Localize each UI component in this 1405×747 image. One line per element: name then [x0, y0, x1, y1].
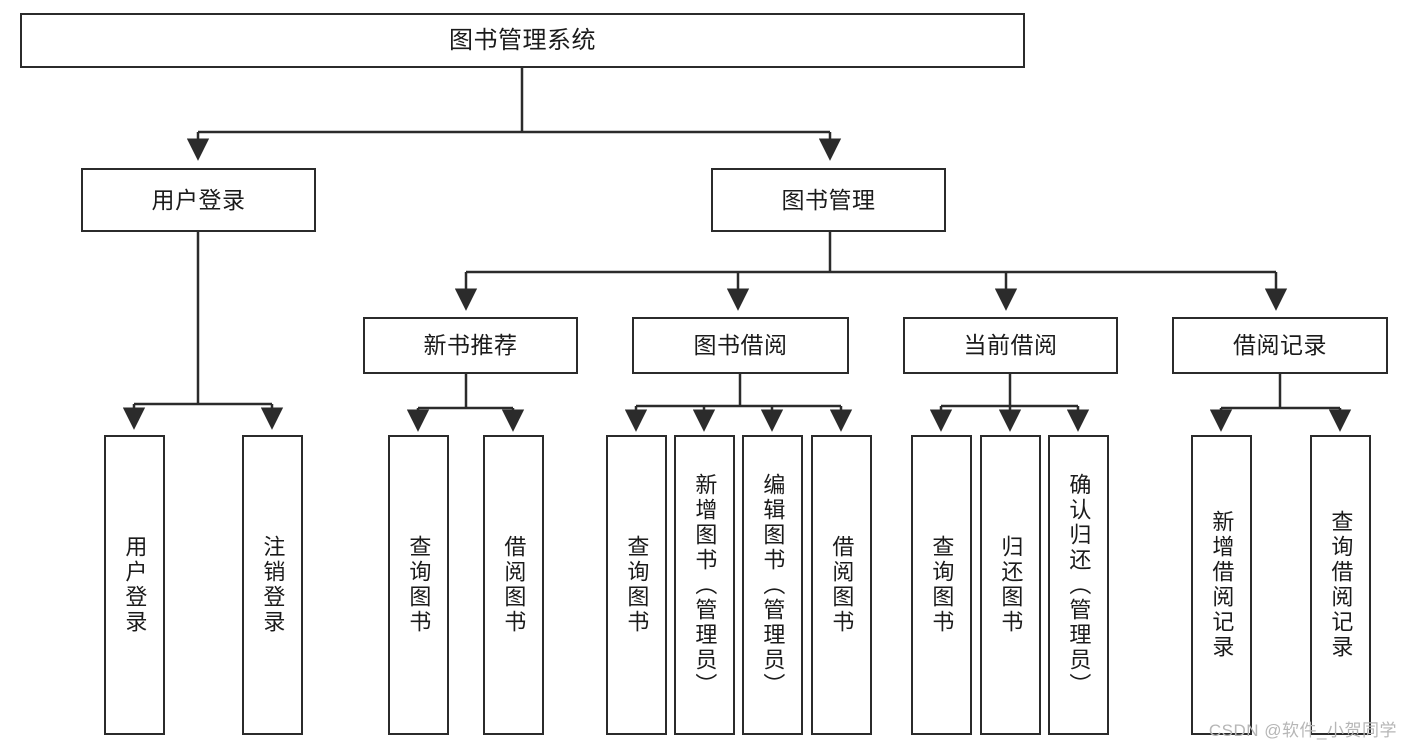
node-label: 当前借阅 — [963, 332, 1058, 359]
node-label: 编辑图书（管理员） — [760, 472, 786, 698]
node-user-login[interactable]: 用户登录 — [81, 168, 316, 232]
node-label: 查询借阅记录 — [1328, 510, 1354, 660]
node-label: 确认归还（管理员） — [1066, 472, 1092, 698]
leaf-user-login-login[interactable]: 用户登录 — [104, 435, 165, 735]
node-label: 新增图书（管理员） — [692, 472, 718, 698]
watermark: CSDN @软件_小贺同学 — [1208, 721, 1397, 740]
node-label: 用户登录 — [151, 186, 246, 213]
node-label: 查询图书 — [406, 535, 432, 635]
leaf-recommend-borrow-book[interactable]: 借阅图书 — [483, 435, 544, 735]
node-new-book-recommend[interactable]: 新书推荐 — [363, 317, 578, 374]
leaf-current-return-book[interactable]: 归还图书 — [980, 435, 1041, 735]
leaf-recommend-query-book[interactable]: 查询图书 — [388, 435, 449, 735]
node-book-borrow[interactable]: 图书借阅 — [632, 317, 849, 374]
node-borrow-record[interactable]: 借阅记录 — [1172, 317, 1388, 374]
node-current-borrow[interactable]: 当前借阅 — [903, 317, 1118, 374]
leaf-user-login-logout[interactable]: 注销登录 — [242, 435, 303, 735]
leaf-current-confirm-return-admin[interactable]: 确认归还（管理员） — [1048, 435, 1109, 735]
node-label: 新书推荐 — [423, 332, 518, 359]
node-label: 用户登录 — [122, 535, 148, 635]
leaf-record-query-record[interactable]: 查询借阅记录 — [1310, 435, 1371, 735]
node-label: 借阅记录 — [1233, 332, 1327, 359]
node-label: 查询图书 — [624, 535, 650, 635]
node-label: 图书管理 — [781, 186, 876, 213]
node-book-management[interactable]: 图书管理 — [711, 168, 946, 232]
node-label: 归还图书 — [998, 535, 1024, 635]
leaf-borrow-add-book-admin[interactable]: 新增图书（管理员） — [674, 435, 735, 735]
node-root-system[interactable]: 图书管理系统 — [20, 13, 1025, 68]
leaf-borrow-borrow-book[interactable]: 借阅图书 — [811, 435, 872, 735]
node-label: 图书借阅 — [693, 332, 788, 359]
node-label: 图书管理系统 — [449, 26, 596, 54]
leaf-borrow-edit-book-admin[interactable]: 编辑图书（管理员） — [742, 435, 803, 735]
node-label: 新增借阅记录 — [1209, 510, 1235, 660]
node-label: 查询图书 — [929, 535, 955, 635]
leaf-current-query-book[interactable]: 查询图书 — [911, 435, 972, 735]
node-label: 注销登录 — [260, 535, 286, 635]
leaf-borrow-query-book[interactable]: 查询图书 — [606, 435, 667, 735]
node-label: 借阅图书 — [501, 535, 527, 635]
leaf-record-add-record[interactable]: 新增借阅记录 — [1191, 435, 1252, 735]
node-label: 借阅图书 — [829, 535, 855, 635]
